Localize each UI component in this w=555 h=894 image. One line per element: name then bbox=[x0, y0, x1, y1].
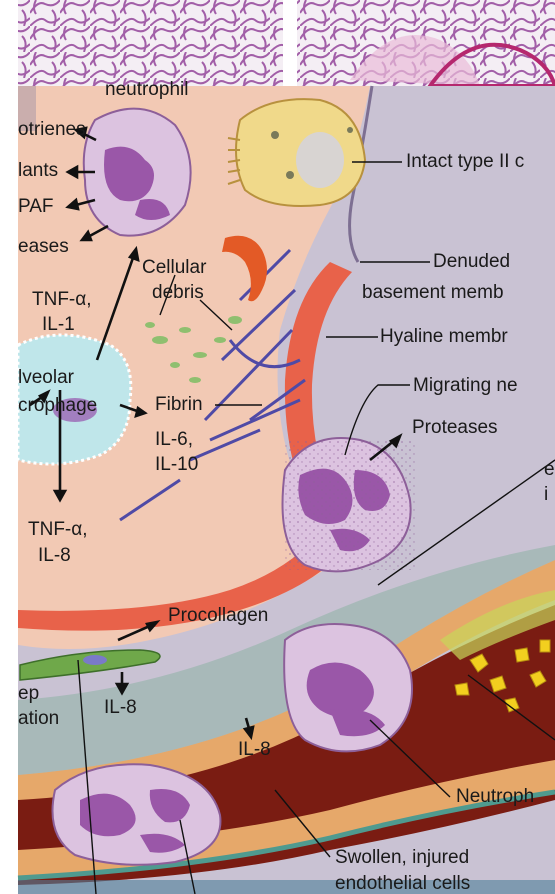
label-edge-e: e bbox=[544, 460, 555, 480]
label-intact-type-ii: Intact type II c bbox=[406, 152, 524, 172]
label-proteases-left: eases bbox=[18, 237, 69, 257]
label-il10: IL-10 bbox=[155, 455, 198, 475]
type-ii-cell bbox=[228, 99, 365, 206]
label-fibrin: Fibrin bbox=[155, 395, 203, 415]
label-fibroblast-line2: ation bbox=[18, 709, 59, 729]
label-tnf-il1-line2: IL-1 bbox=[42, 315, 75, 335]
label-il8-mid: IL-8 bbox=[238, 740, 271, 760]
label-alveolar: lveolar bbox=[18, 368, 74, 388]
neutrophil-top bbox=[84, 109, 191, 236]
label-hyaline: Hyaline membr bbox=[380, 327, 508, 347]
label-debris: debris bbox=[152, 283, 204, 303]
label-fibroblast-line1: ep bbox=[18, 684, 39, 704]
label-migrating: Migrating ne bbox=[413, 376, 518, 396]
label-oxidants: lants bbox=[18, 161, 58, 181]
label-neutrophil-bottom: Neutroph bbox=[456, 787, 534, 807]
label-denuded: Denuded bbox=[433, 252, 510, 272]
label-tnf-il8-line1: TNF-α, bbox=[28, 520, 88, 540]
label-proteases-right: Proteases bbox=[412, 418, 498, 438]
neutrophil-migrating bbox=[283, 438, 416, 571]
label-endothelial-cells: endothelial cells bbox=[335, 874, 470, 894]
label-cellular: Cellular bbox=[142, 258, 206, 278]
label-tnf-il8-line2: IL-8 bbox=[38, 546, 71, 566]
label-basement-membrane: basement memb bbox=[362, 283, 504, 303]
label-paf: PAF bbox=[18, 197, 54, 217]
micrograph-left bbox=[18, 0, 283, 86]
label-macrophage: crophage bbox=[18, 396, 97, 416]
label-tnf-il1-line1: TNF-α, bbox=[32, 290, 92, 310]
micrograph-strip bbox=[18, 0, 555, 86]
label-edge-i: i bbox=[544, 485, 548, 505]
label-procollagen: Procollagen bbox=[168, 606, 268, 626]
label-swollen: Swollen, injured bbox=[335, 848, 469, 868]
label-neutrophil: neutrophil bbox=[105, 80, 188, 100]
label-il6: IL-6, bbox=[155, 430, 193, 450]
neutrophil-vessel-mid bbox=[284, 624, 412, 751]
label-leukotrienes: otrienes bbox=[18, 120, 86, 140]
label-il8-left: IL-8 bbox=[104, 698, 137, 718]
